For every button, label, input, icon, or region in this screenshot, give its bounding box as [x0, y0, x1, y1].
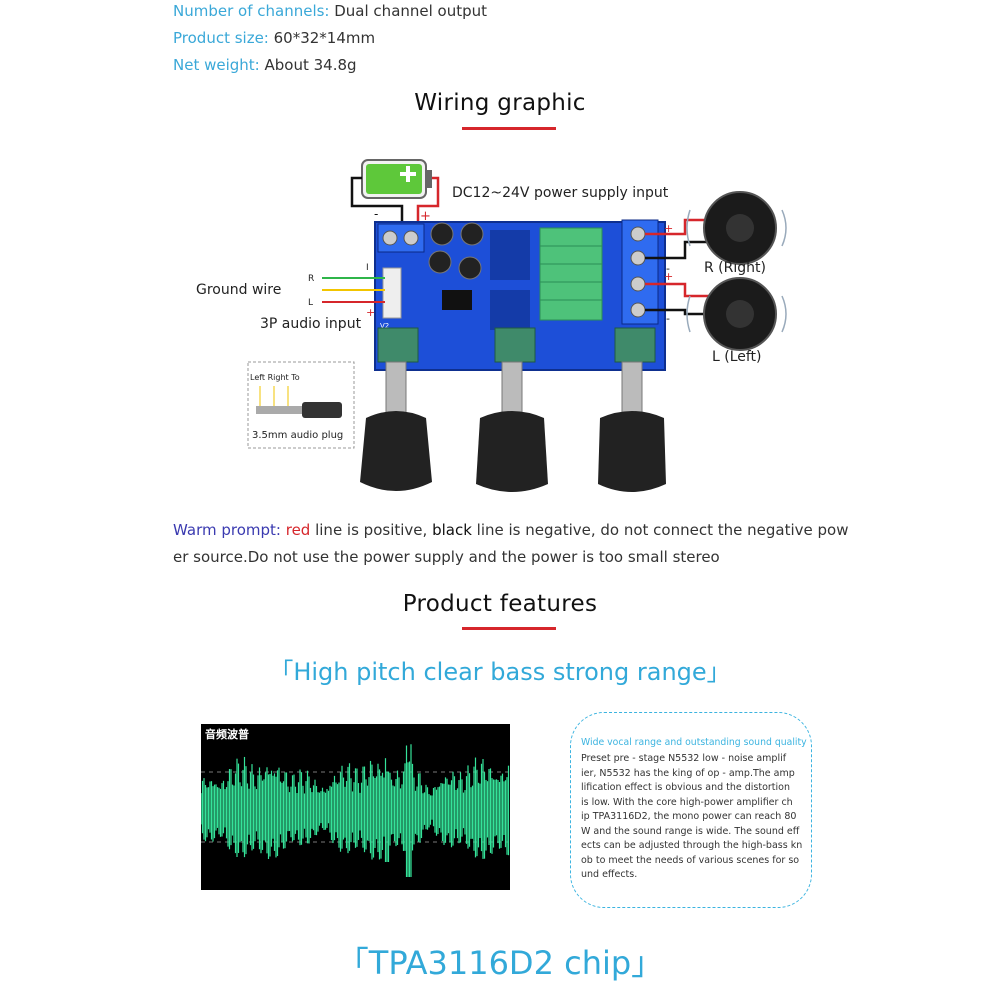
feature-line: ob to meet the needs of various scenes f… [581, 854, 800, 866]
right-minus-mark: - [666, 262, 670, 275]
prompt-black-word: black [432, 521, 472, 539]
minus-mark: - [374, 207, 378, 221]
wire-r-label: R [308, 274, 314, 284]
audio-plug-inset: Left Right To 3.5mm audio plug [247, 361, 355, 449]
knob-middle [476, 361, 548, 492]
feature-line: Preset pre - stage N5532 low - noise amp… [581, 753, 787, 764]
spec-value: Dual channel output [329, 2, 488, 20]
spec-size: Product size: 60*32*14mm [173, 29, 375, 47]
chip-tagline: 「TPA3116D2 chip」 [336, 944, 664, 982]
right-plus-mark: + [664, 222, 673, 235]
feature-line: lification effect is obvious and the dis… [581, 782, 791, 793]
pitch-tagline: 「High pitch clear bass strong range」 [269, 658, 731, 686]
warm-prompt: Warm prompt: red line is positive, black… [173, 517, 848, 544]
battery-icon [361, 159, 432, 199]
left-minus-mark: - [666, 312, 670, 325]
prompt-part2: line is positive, [310, 521, 433, 539]
prompt-red-word: red [285, 521, 311, 539]
wiring-illustration: - + DC12~24V power supply input V2 [196, 159, 787, 492]
knob-left [360, 361, 432, 491]
spec-value: About 34.8g [259, 56, 357, 74]
feature-line: ip TPA3116D2, the mono power can reach 8… [581, 811, 797, 822]
spec-key: Net weight: [173, 56, 260, 74]
audio-input-label: 3P audio input [260, 316, 362, 332]
spec-key: Number of channels: [173, 2, 330, 20]
left-plus-mark: + [664, 270, 673, 283]
feature-line: is low. With the core high-power amplifi… [581, 796, 793, 808]
wire-g-label: I [366, 263, 369, 273]
plug-caption: 3.5mm audio plug [252, 430, 343, 441]
spec-key: Product size: [173, 29, 269, 47]
audio-waveform: 音频波普 [201, 724, 510, 890]
wire-l-label: L [308, 298, 313, 308]
features-title-underline [462, 627, 556, 630]
feature-line: und effects. [581, 869, 638, 880]
right-speaker-label: R (Right) [704, 260, 766, 276]
speaker-right-icon [686, 191, 787, 265]
wiring-title: Wiring graphic [414, 90, 586, 116]
feature-line: ier, N5532 has the king of op - amp.The … [581, 767, 795, 779]
feature-line: ects can be adjusted through the high-ba… [581, 840, 803, 851]
plug-header: Left Right To [250, 373, 300, 382]
spec-channels: Number of channels: Dual channel output [173, 2, 487, 20]
waveform-label: 音频波普 [205, 728, 249, 741]
feature-box-title: Wide vocal range and outstanding sound q… [581, 737, 807, 748]
amplifier-board: V2 [374, 219, 666, 371]
waveform-graphic [201, 744, 510, 877]
prompt-part3: line is negative, do not connect the neg… [471, 521, 849, 539]
spec-value: 60*32*14mm [268, 29, 376, 47]
wiring-title-underline [462, 127, 556, 130]
feature-description-box: Wide vocal range and outstanding sound q… [570, 712, 812, 908]
left-speaker-label: L (Left) [712, 349, 762, 365]
speaker-left-icon [686, 277, 787, 351]
feature-line: W and the sound range is wide. The sound… [581, 825, 800, 837]
plus-mark: + [420, 209, 431, 224]
prompt-label: Warm prompt: [173, 521, 281, 539]
waveform-bars [201, 744, 510, 877]
ground-wire-label: Ground wire [196, 282, 281, 298]
power-label: DC12~24V power supply input [452, 185, 669, 201]
input-plus-mark: + [366, 306, 375, 319]
knob-right [598, 361, 666, 492]
features-title: Product features [402, 591, 598, 617]
spec-weight: Net weight: About 34.8g [173, 56, 357, 74]
board-mark: V2 [380, 322, 389, 330]
warm-prompt-line2: er source.Do not use the power supply an… [173, 548, 720, 566]
